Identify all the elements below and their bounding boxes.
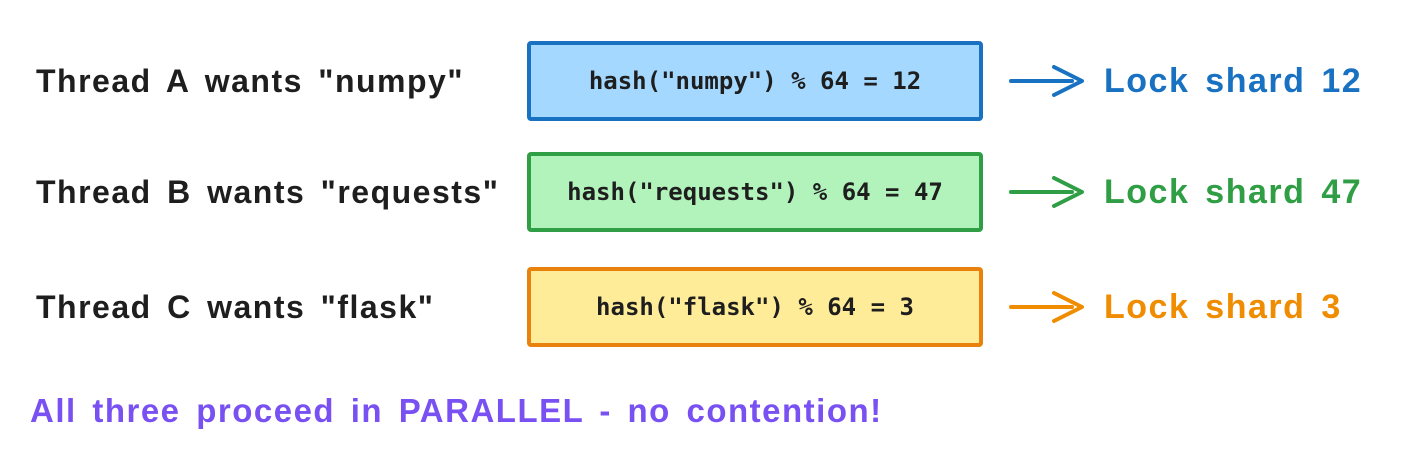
hash-formula-requests: hash("requests") % 64 = 47 xyxy=(567,178,943,206)
diagram-row-thread-a: Thread A wants "numpy" hash("numpy") % 6… xyxy=(0,40,1406,122)
parallel-caption: All three proceed in PARALLEL - no conte… xyxy=(30,392,883,429)
hash-box-flask: hash("flask") % 64 = 3 xyxy=(527,267,983,347)
arrow-right-icon xyxy=(1008,285,1092,329)
diagram-row-thread-c: Thread C wants "flask" hash("flask") % 6… xyxy=(0,266,1406,348)
hash-box-requests: hash("requests") % 64 = 47 xyxy=(527,152,983,232)
shard-label-3: Lock shard 3 xyxy=(1104,287,1342,326)
thread-a-label: Thread A wants "numpy" xyxy=(36,62,465,99)
thread-b-label: Thread B wants "requests" xyxy=(36,173,500,210)
arrow-right-icon xyxy=(1008,170,1092,214)
hash-formula-numpy: hash("numpy") % 64 = 12 xyxy=(588,67,922,95)
arrow-right-icon xyxy=(1008,59,1092,103)
shard-label-47: Lock shard 47 xyxy=(1104,172,1363,211)
thread-c-label: Thread C wants "flask" xyxy=(36,288,435,325)
diagram-row-thread-b: Thread B wants "requests" hash("requests… xyxy=(0,151,1406,233)
hash-formula-flask: hash("flask") % 64 = 3 xyxy=(596,293,914,321)
hash-box-numpy: hash("numpy") % 64 = 12 xyxy=(527,41,983,121)
shard-label-12: Lock shard 12 xyxy=(1104,61,1363,100)
